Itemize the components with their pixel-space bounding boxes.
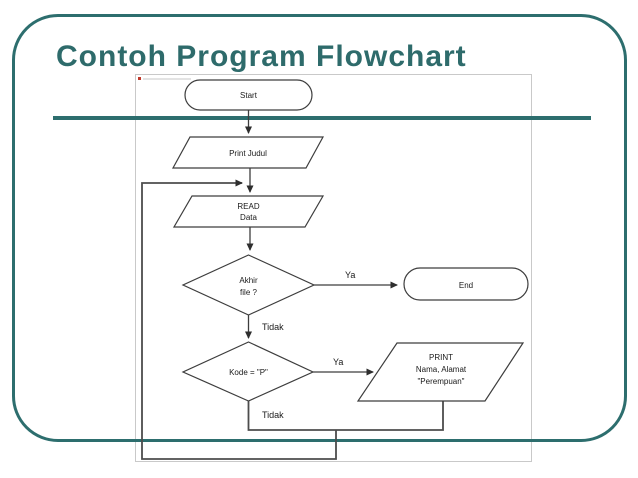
placeholder-streak xyxy=(143,78,191,80)
node-print2-line2: Nama, Alamat xyxy=(416,365,467,374)
flowchart-canvas: Start Print Judul READ Data Akhir file ?… xyxy=(141,79,529,460)
edge-label-ya1: Ya xyxy=(345,270,355,280)
node-start-label: Start xyxy=(240,91,258,100)
embedded-object-mark xyxy=(138,77,198,82)
node-decision-akhir-file: Akhir file ? xyxy=(181,254,316,316)
node-read-data: READ Data xyxy=(172,195,325,228)
node-decision1-line2: file ? xyxy=(240,288,257,297)
node-print2-line3: "Perempuan" xyxy=(417,377,464,386)
edge-merge-bottom xyxy=(247,401,444,431)
node-read-data-line1: READ xyxy=(237,202,259,211)
edge-label-tidak1: Tidak xyxy=(262,322,284,332)
node-print-perempuan: PRINT Nama, Alamat "Perempuan" xyxy=(356,342,525,402)
edge-label-ya2: Ya xyxy=(333,357,343,367)
node-read-data-line2: Data xyxy=(240,213,257,222)
edge-loop-back xyxy=(141,179,337,460)
red-dot-icon xyxy=(138,77,141,80)
node-decision1-line1: Akhir xyxy=(239,276,258,285)
node-end-label: End xyxy=(459,281,473,290)
node-start: Start xyxy=(184,79,313,111)
node-print-judul-label: Print Judul xyxy=(229,149,267,158)
title-divider-line xyxy=(53,116,591,120)
node-print-judul: Print Judul xyxy=(171,136,325,169)
node-decision-kode: Kode = "P" xyxy=(181,341,315,402)
page-title: Contoh Program Flowchart xyxy=(56,40,467,73)
node-end: End xyxy=(403,267,529,301)
edge-label-tidak2: Tidak xyxy=(262,410,284,420)
node-print2-line1: PRINT xyxy=(429,353,453,362)
node-decision2-label: Kode = "P" xyxy=(229,368,268,377)
